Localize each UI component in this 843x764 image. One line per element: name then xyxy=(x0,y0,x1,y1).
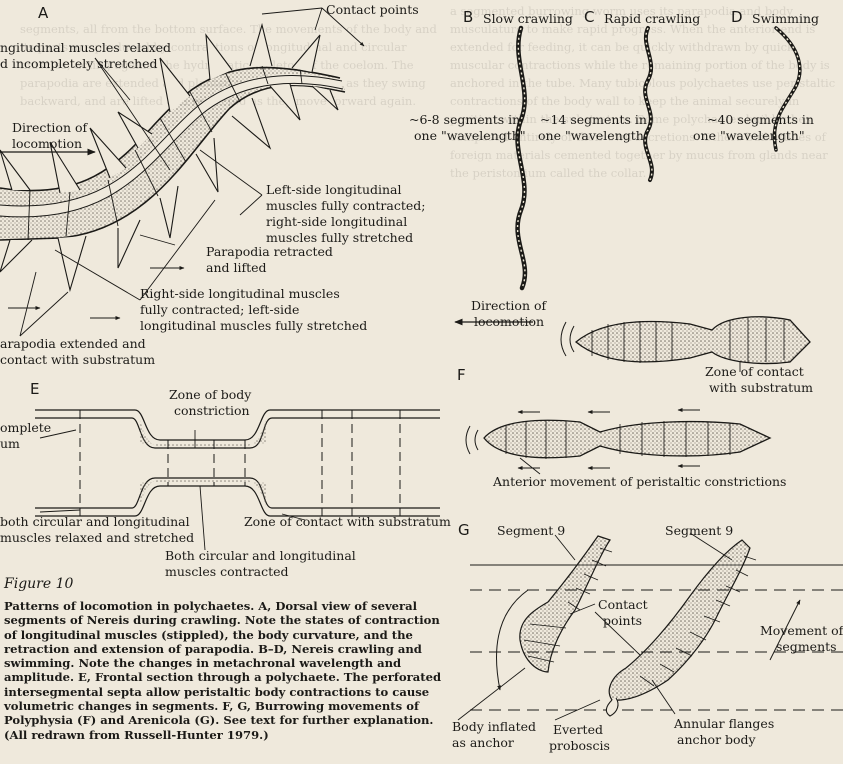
polyphysia-lower xyxy=(465,408,772,475)
label-relaxed-stretched-2: muscles relaxed and stretched xyxy=(0,530,195,545)
label-annular-flanges-1: Annular flanges xyxy=(674,716,775,731)
slow-crawling-worm xyxy=(515,25,528,291)
label-contact-points: Contact points xyxy=(326,2,419,17)
panel-f-letter: F xyxy=(457,366,466,384)
label-segment9-left: Segment 9 xyxy=(497,523,566,538)
label-contracted-2: muscles contracted xyxy=(165,564,289,579)
label-right-contracted-1: Right-side longitudinal muscles xyxy=(140,286,340,301)
label-f-direction-2: locomotion xyxy=(474,314,545,329)
label-body-inflated-2: as anchor xyxy=(452,735,514,750)
label-zone-body-1: Zone of body xyxy=(169,387,252,402)
label-relaxed-line2: d incompletely stretched xyxy=(0,56,158,71)
label-left-contracted-1: Left-side longitudinal xyxy=(266,182,402,197)
arenicola-burrowing xyxy=(457,532,843,721)
label-direction-line2: locomotion xyxy=(12,136,83,151)
label-rapid-segments-2: one "wavelength" xyxy=(538,128,650,143)
label-movement-segments-2: segments xyxy=(776,639,837,654)
label-swimming: Swimming xyxy=(752,11,820,26)
nereis-worm-illustration xyxy=(0,7,364,337)
figure-title: Figure 10 xyxy=(4,576,74,592)
label-everted-proboscis-1: Everted xyxy=(553,722,603,737)
label-body-inflated-1: Body inflated xyxy=(452,719,537,734)
label-slow-segments-2: one "wavelength" xyxy=(414,128,526,143)
swimming-worm xyxy=(772,26,802,152)
label-slow-crawling: Slow crawling xyxy=(483,11,573,26)
label-rapid-segments-1: ~14 segments in xyxy=(540,112,647,127)
label-right-contracted-3: longitudinal muscles fully stretched xyxy=(140,318,368,333)
panel-e-letter: E xyxy=(30,380,40,398)
label-slow-segments-1: ~6-8 segments in xyxy=(409,112,521,127)
label-relaxed-stretched-1: both circular and longitudinal xyxy=(0,514,190,529)
label-contracted-1: Both circular and longitudinal xyxy=(165,548,356,563)
label-complete-2: um xyxy=(0,436,20,451)
label-f-contact-2: with substratum xyxy=(709,380,814,395)
label-extended-2: contact with substratum xyxy=(0,352,156,367)
label-parapodia-retracted-2: and lifted xyxy=(206,260,267,275)
label-anterior-movement: Anterior movement of peristaltic constri… xyxy=(493,474,787,489)
label-rapid-crawling: Rapid crawling xyxy=(604,11,701,26)
label-left-contracted-2: muscles fully contracted; xyxy=(266,198,426,213)
label-segment9-right: Segment 9 xyxy=(665,523,734,538)
label-extended-1: arapodia extended and xyxy=(0,336,146,351)
panel-c-letter: C xyxy=(584,8,595,26)
label-complete-1: omplete xyxy=(0,420,52,435)
label-zone-contact: Zone of contact with substratum xyxy=(244,514,451,529)
label-swim-segments-1: ~40 segments in xyxy=(707,112,814,127)
label-left-contracted-3: right-side longitudinal xyxy=(266,214,408,229)
label-f-direction-1: Direction of xyxy=(471,298,547,313)
label-direction-line1: Direction of xyxy=(12,120,88,135)
label-relaxed-line1: ngitudinal muscles relaxed xyxy=(0,40,171,55)
panel-d-letter: D xyxy=(731,8,743,26)
panel-g-letter: G xyxy=(458,521,470,539)
panel-a-letter: A xyxy=(38,4,49,22)
polyphysia-upper xyxy=(454,316,811,372)
panel-b-letter: B xyxy=(463,8,474,26)
label-swim-segments-2: one "wavelength" xyxy=(693,128,805,143)
figure-caption: Patterns of locomotion in polychaetes. A… xyxy=(4,599,442,742)
label-left-contracted-4: muscles fully stretched xyxy=(266,230,414,245)
label-zone-body-2: constriction xyxy=(174,403,250,418)
label-f-contact-1: Zone of contact xyxy=(705,364,804,379)
label-right-contracted-2: fully contracted; left-side xyxy=(140,302,300,317)
label-parapodia-retracted-1: Parapodia retracted xyxy=(206,244,333,259)
rapid-crawling-worm xyxy=(643,26,654,182)
label-movement-segments-1: Movement of xyxy=(760,623,843,638)
label-annular-flanges-2: anchor body xyxy=(677,732,756,747)
frontal-section xyxy=(35,409,440,551)
bleed-through-text-right: a segmented burrowing worm uses its para… xyxy=(450,4,836,180)
label-g-contact-1: Contact xyxy=(598,597,648,612)
label-everted-proboscis-2: proboscis xyxy=(549,738,610,753)
label-g-contact-2: points xyxy=(603,613,643,628)
